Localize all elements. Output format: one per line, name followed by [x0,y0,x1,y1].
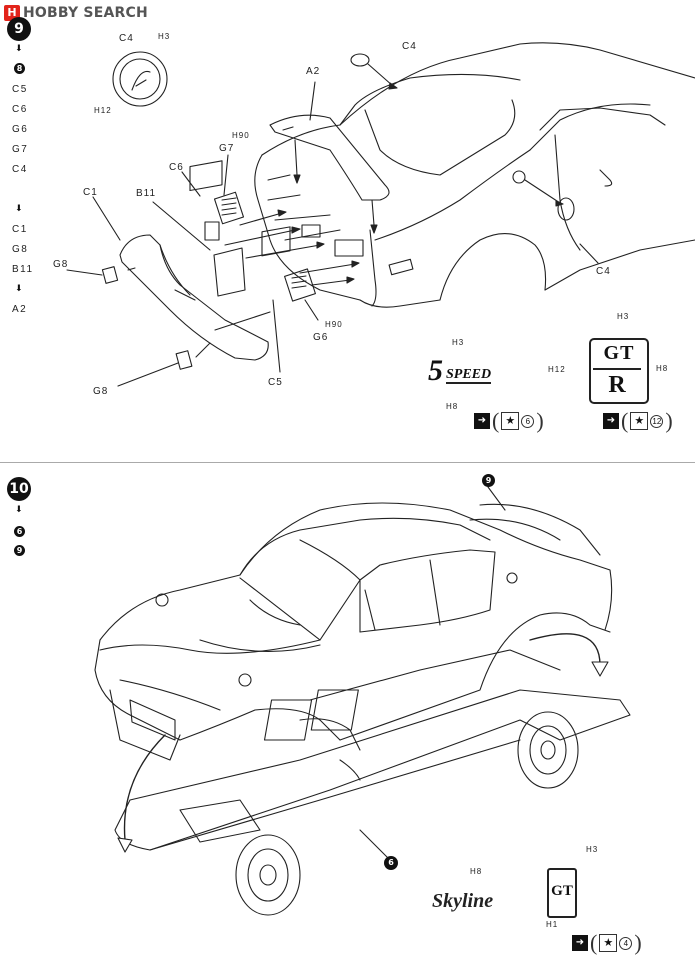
watermark-logo: H HOBBY SEARCH [4,4,148,22]
step-10-number: 10 [7,477,31,501]
decal-gt-h-bottom: H1 [546,920,559,929]
paint-number: 6 [521,414,535,428]
paint-arrow-icon: ➜ [572,935,588,951]
paint-instruction-gtr: ➜ ( ★ 12 ) [603,409,675,433]
callout-step-9: 9 [482,474,495,487]
label-h3: H3 [158,32,171,41]
emblem-c4 [112,51,168,107]
seq-part: C1 [12,224,28,235]
arrow-down-icon: ⬇ [15,204,23,214]
step-8-reference: 8 [14,63,25,74]
star-icon: ★ [630,412,649,430]
label-h90-g6: H90 [325,320,343,329]
step-9-number: 9 [7,17,31,41]
decal-5speed-h-bottom: H8 [446,402,459,411]
decal-5speed-word: SPEED [446,367,492,384]
decal-gtr-h-top: H3 [617,312,630,321]
step-divider [0,462,695,463]
paint-instruction-gt: ➜ ( ★ 4 ) [572,931,644,955]
spoiler-a2 [269,114,390,201]
label-g7: G7 [219,143,235,154]
label-c5: C5 [268,377,283,388]
seq-part: C4 [12,164,28,175]
seq-part: C5 [12,84,28,95]
decal-gtr-r: R [593,368,641,398]
label-c1: C1 [83,187,98,198]
star-icon: ★ [501,412,520,430]
star-icon: ★ [599,934,618,952]
label-b11: B11 [136,188,157,199]
decal-gtr-h-left: H12 [548,365,566,374]
label-h12: H12 [94,106,112,115]
seq-part: C6 [12,104,28,115]
watermark-text: HOBBY SEARCH [23,5,148,21]
seq-part: A2 [12,304,28,315]
decal-gt-h-top: H3 [586,845,599,854]
decal-gtr: GT R [589,338,649,404]
seq-part: G7 [12,144,29,155]
arrow-down-icon: ⬇ [15,505,23,515]
paint-arrow-icon: ➜ [474,413,490,429]
label-g6: G6 [313,332,329,343]
label-g8-bottom: G8 [93,386,109,397]
label-g8-left: G8 [53,259,69,270]
decal-gtr-gt: GT [603,342,635,364]
decal-gtr-h-right: H8 [656,364,669,373]
decal-5speed-number: 5 [428,354,443,387]
decal-gt: GT [547,868,577,918]
label-h90: H90 [232,131,250,140]
decal-skyline: Skyline [432,890,494,912]
decal-skyline-h: H8 [470,867,483,876]
seq-part: G8 [12,244,29,255]
paint-number: 12 [650,414,664,428]
paint-instruction-5speed: ➜ ( ★ 6 ) [474,409,546,433]
arrow-down-icon: ⬇ [15,284,23,294]
label-c4-cap: C4 [402,41,417,52]
callout-step-6: 6 [384,856,398,870]
step-9-reference: 9 [14,545,25,556]
step-9-drawing [66,42,695,387]
step-6-reference: 6 [14,526,25,537]
label-c4-wheel: C4 [596,266,611,277]
decal-5speed-h-top: H3 [452,338,465,347]
paint-arrow-icon: ➜ [603,413,619,429]
paint-number: 4 [619,936,633,950]
arrow-down-icon: ⬇ [15,44,23,54]
seq-part: G6 [12,124,29,135]
label-c6: C6 [169,162,184,173]
label-c4-emblem: C4 [119,33,134,44]
label-a2: A2 [306,66,321,77]
seq-part: B11 [12,264,34,275]
